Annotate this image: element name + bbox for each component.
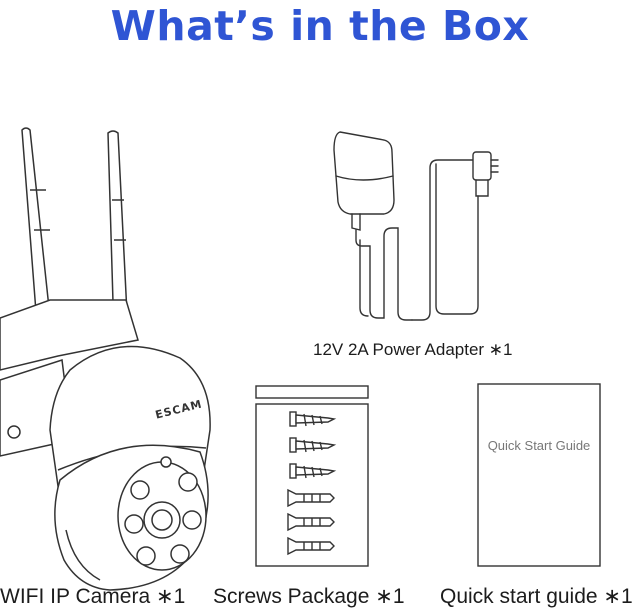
- wall-anchor-icon: [287, 488, 335, 508]
- power-adapter-illustration: [333, 131, 499, 321]
- quick-start-guide-illustration: [477, 383, 601, 567]
- camera-caption: WIFI IP Camera ∗1: [0, 585, 186, 608]
- screw-icon: [289, 411, 337, 427]
- wall-anchor-icon: [287, 512, 335, 532]
- camera-illustration: [0, 127, 211, 591]
- guide-cover-text: Quick Start Guide: [487, 438, 591, 453]
- adapter-caption: 12V 2A Power Adapter ∗1: [313, 340, 513, 359]
- wall-anchor-icon: [287, 536, 335, 556]
- screw-icon: [289, 463, 337, 479]
- page-title: What’s in the Box: [110, 2, 530, 50]
- guide-caption: Quick start guide ∗1: [440, 585, 633, 608]
- screw-icon: [289, 437, 337, 453]
- screws-package-illustration: [255, 385, 369, 567]
- screws-caption: Screws Package ∗1: [213, 585, 405, 608]
